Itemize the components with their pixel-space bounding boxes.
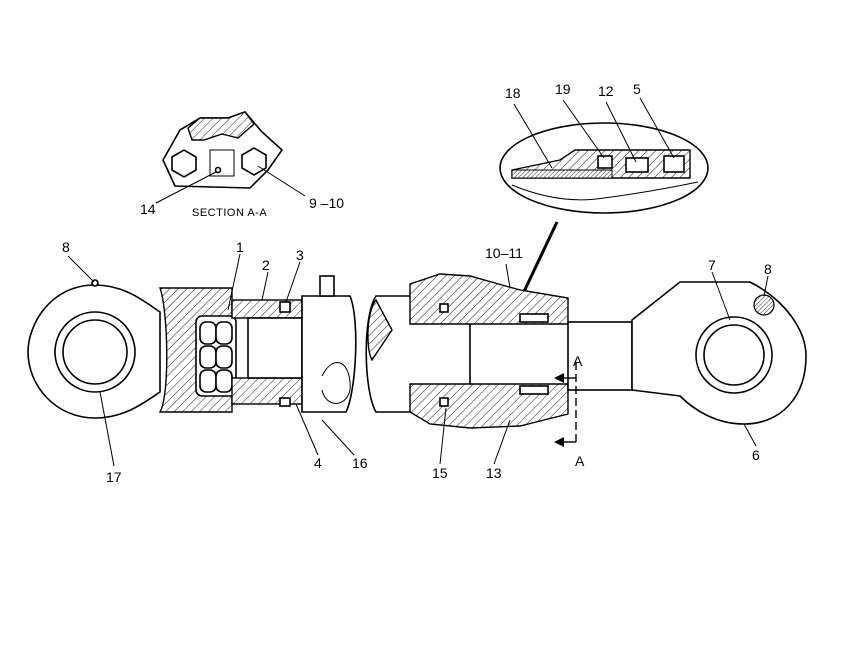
section-marker-bottom: A <box>575 453 585 469</box>
callout-10-11: 10–11 <box>485 245 523 261</box>
callout-12: 12 <box>598 83 614 99</box>
callout-7: 7 <box>708 257 716 273</box>
callout-2: 2 <box>262 257 270 273</box>
callout-labels: 14 9 –10 18 19 12 5 8 1 2 3 10–11 7 8 4 … <box>62 81 772 485</box>
callout-19: 19 <box>555 81 571 97</box>
section-a-a-view <box>162 111 284 189</box>
callout-1: 1 <box>236 239 244 255</box>
callout-8-right: 8 <box>764 261 772 277</box>
callout-17: 17 <box>106 469 122 485</box>
callout-4: 4 <box>314 455 322 471</box>
callout-13: 13 <box>486 465 502 481</box>
hex-bolt-left <box>171 149 197 178</box>
callout-14: 14 <box>140 201 156 217</box>
callout-16: 16 <box>352 455 368 471</box>
section-cut-indicator <box>554 362 577 447</box>
callout-18: 18 <box>505 85 521 101</box>
callout-8-left: 8 <box>62 239 70 255</box>
hex-bolt-right <box>241 147 267 176</box>
left-eye-assembly <box>27 275 357 419</box>
section-title: SECTION A-A <box>192 207 267 219</box>
seal-detail-view <box>499 122 709 214</box>
callout-3: 3 <box>296 247 304 263</box>
callout-6: 6 <box>752 447 760 463</box>
section-marker-top: A <box>573 353 583 369</box>
right-cylinder-assembly <box>365 273 807 429</box>
callout-5: 5 <box>633 81 641 97</box>
callout-9-10: 9 –10 <box>309 195 344 211</box>
callout-15: 15 <box>432 465 448 481</box>
